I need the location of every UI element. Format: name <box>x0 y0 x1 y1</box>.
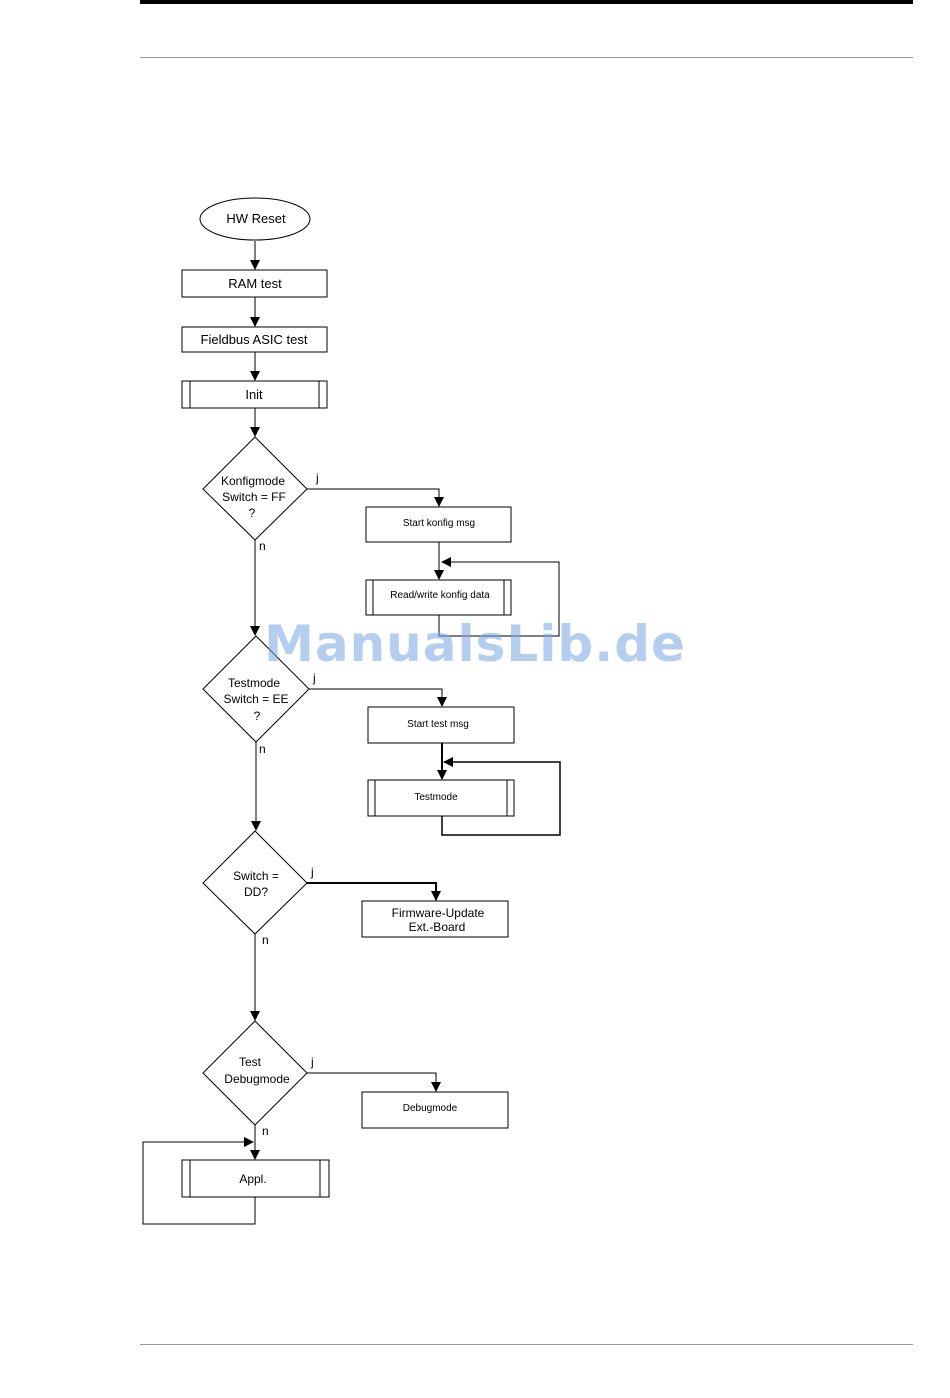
footer-rule <box>140 1344 913 1345</box>
no-label-testmode: n <box>259 742 266 756</box>
node-hw-reset-label: HW Reset <box>226 211 286 226</box>
node-firmware-update-line1: Firmware-Update <box>392 906 485 920</box>
decision-debugmode: Test Debugmode <box>203 1021 307 1125</box>
decision-switch-dd-line1: Switch = <box>233 869 279 883</box>
decision-konfigmode-line1: Konfigmode <box>221 474 285 488</box>
node-firmware-update-line2: Ext.-Board <box>409 920 466 934</box>
no-label-dd: n <box>262 933 269 947</box>
decision-konfigmode: Konfigmode Switch = FF ? <box>203 437 307 540</box>
yes-label-debug: j <box>310 1055 314 1069</box>
decision-konfigmode-line3: ? <box>249 506 256 520</box>
yes-label-konfig: j <box>315 471 319 485</box>
node-firmware-update: Firmware-Update Ext.-Board <box>362 901 508 937</box>
decision-testmode-line2: Switch = EE <box>223 692 288 706</box>
watermark: ManualsLib.de <box>0 615 950 673</box>
yes-label-dd: j <box>310 865 314 879</box>
node-ram-test-label: RAM test <box>228 276 282 291</box>
node-init: Init <box>182 381 327 408</box>
node-testmode: Testmode <box>368 780 514 816</box>
decision-testmode-line1: Testmode <box>228 676 280 690</box>
no-label-debug: n <box>262 1124 269 1138</box>
node-testmode-label: Testmode <box>414 792 458 803</box>
node-debugmode-label: Debugmode <box>403 1103 458 1114</box>
node-start-test-msg: Start test msg <box>368 707 514 743</box>
decision-switch-dd-line2: DD? <box>244 885 268 899</box>
decision-testmode-line3: ? <box>254 709 261 723</box>
node-appl: Appl. <box>182 1160 329 1197</box>
decision-debugmode-line1: Test <box>239 1055 262 1069</box>
decision-debugmode-line2: Debugmode <box>224 1072 290 1086</box>
decision-switch-dd: Switch = DD? <box>203 831 307 934</box>
node-start-test-msg-label: Start test msg <box>407 719 469 730</box>
no-label-konfig: n <box>259 539 266 553</box>
node-start-konfig-msg-label: Start konfig msg <box>403 518 475 529</box>
yes-label-testmode: j <box>312 671 316 685</box>
node-asic-test: Fieldbus ASIC test <box>182 327 327 352</box>
node-start-konfig-msg: Start konfig msg <box>366 507 511 542</box>
node-appl-label: Appl. <box>239 1172 266 1186</box>
node-read-write-konfig-label: Read/write konfig data <box>390 590 490 601</box>
node-asic-test-label: Fieldbus ASIC test <box>201 332 308 347</box>
node-init-label: Init <box>245 387 263 402</box>
node-read-write-konfig: Read/write konfig data <box>366 580 511 615</box>
decision-konfigmode-line2: Switch = FF <box>222 490 286 504</box>
node-hw-reset: HW Reset <box>200 198 310 240</box>
node-ram-test: RAM test <box>182 270 327 297</box>
node-debugmode: Debugmode <box>362 1092 508 1128</box>
